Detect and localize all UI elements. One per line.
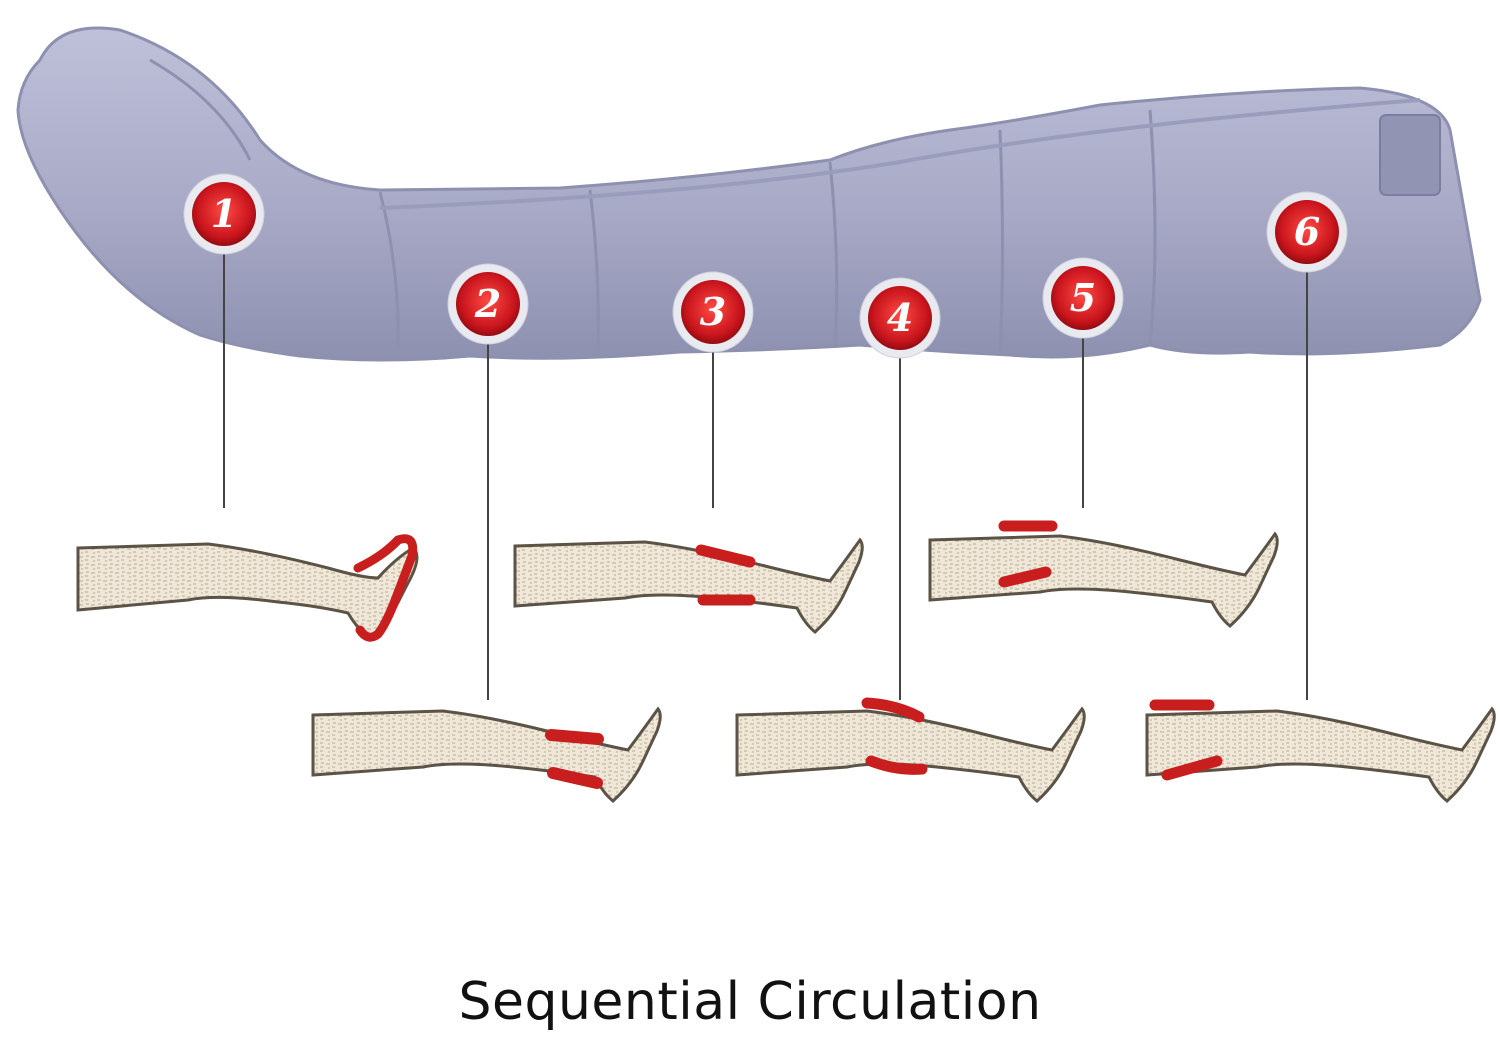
chamber-badge-1: 1	[183, 173, 265, 255]
chamber-badge-5: 5	[1042, 257, 1124, 339]
pressure-zone-4	[861, 697, 928, 775]
pressure-zone-1	[353, 534, 418, 642]
chamber-number-1: 1	[211, 191, 237, 236]
leg-illustration-6	[1145, 699, 1496, 803]
diagram-caption: Sequential Circulation	[458, 972, 1042, 1032]
leg-illustration-2	[311, 707, 662, 803]
chamber-number-2: 2	[474, 281, 501, 326]
chamber-badge-2: 2	[447, 263, 529, 345]
leg-illustration-3	[513, 538, 864, 634]
leg-illustration-1	[76, 534, 419, 642]
chamber-number-6: 6	[1294, 209, 1320, 254]
chamber-number-3: 3	[700, 289, 726, 334]
leg-illustration-4	[735, 697, 1086, 803]
chamber-badge-6: 6	[1266, 191, 1348, 273]
pressure-zone-5	[998, 520, 1058, 588]
chamber-badge-3: 3	[672, 271, 754, 353]
chamber-number-4: 4	[887, 295, 913, 340]
pressure-zone-6	[1149, 699, 1223, 781]
leg-illustration-5	[928, 520, 1279, 628]
pressure-zone-2	[545, 729, 604, 789]
pressure-zone-3	[695, 544, 756, 606]
compression-sleeve-diagram: 1 2 3 4 5 6	[16, 26, 1496, 803]
connector-lines	[223, 240, 1308, 700]
chamber-badge-4: 4	[859, 277, 941, 359]
chamber-number-5: 5	[1070, 275, 1096, 320]
